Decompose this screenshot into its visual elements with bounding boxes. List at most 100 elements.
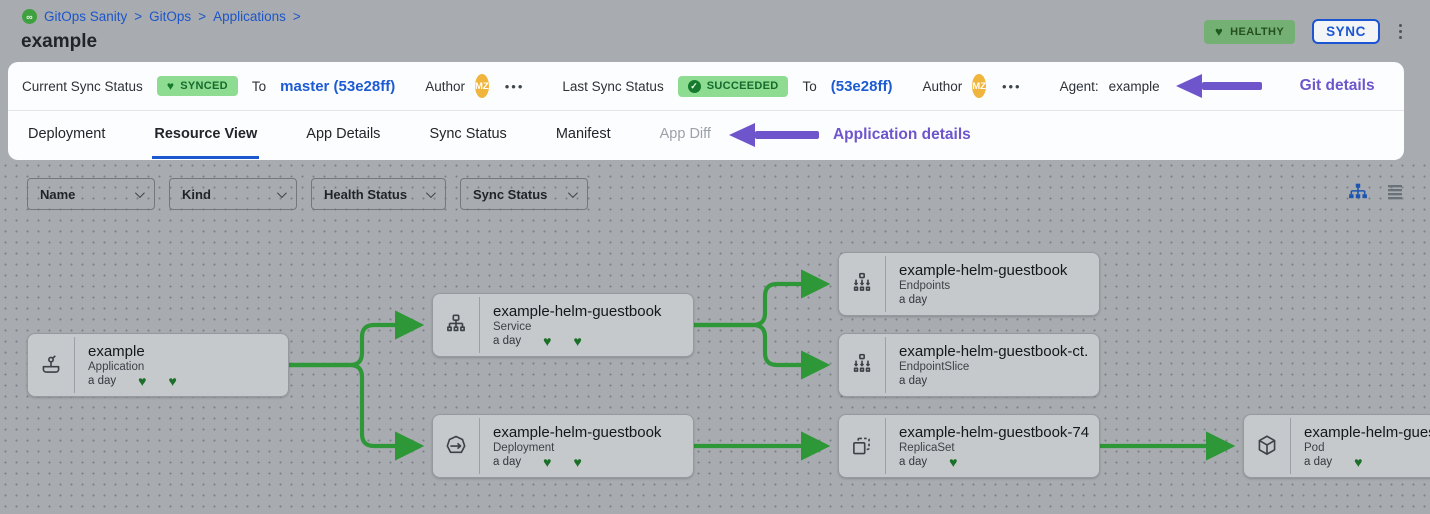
filter-kind-label: Kind: [182, 186, 211, 202]
health-status-badge: ♥ HEALTHY: [1204, 19, 1296, 44]
kebab-menu-icon[interactable]: [1397, 22, 1404, 40]
current-sync-status-label: Current Sync Status: [22, 78, 143, 94]
tab-app-diff[interactable]: App Diff: [659, 125, 711, 142]
agent-value: example: [1108, 78, 1160, 94]
application-details-arrow-icon: [728, 123, 819, 147]
breadcrumb: ∞ GitOps Sanity > GitOps > Applications …: [22, 9, 301, 24]
tab-deployment[interactable]: Deployment: [28, 125, 106, 142]
deployment-icon: [433, 433, 479, 459]
node-title: example-helm-guest: [1304, 424, 1430, 441]
node-age: a day: [899, 294, 928, 306]
page-title: example: [21, 31, 98, 52]
node-kind: Service: [493, 321, 532, 333]
health-heart-icon: ♥: [949, 454, 958, 470]
sync-status-bar: Current Sync Status ♥ SYNCED To master (…: [8, 62, 1404, 111]
resource-node-application[interactable]: example Application a day ♥ ♥: [27, 333, 289, 397]
tab-sync-status[interactable]: Sync Status: [429, 125, 507, 142]
node-title: example: [88, 343, 145, 360]
filter-kind-dropdown[interactable]: Kind: [169, 178, 297, 210]
current-more-button[interactable]: •••: [504, 78, 525, 94]
succeeded-badge: ✓ SUCCEEDED: [677, 75, 789, 97]
health-badge-label: HEALTHY: [1230, 25, 1285, 38]
tab-resource-view[interactable]: Resource View: [152, 111, 260, 159]
breadcrumb-separator: >: [134, 9, 143, 24]
node-age: a day: [493, 456, 522, 468]
node-title: example-helm-guestbook-74...: [899, 424, 1089, 441]
node-kind: Deployment: [493, 442, 555, 454]
resource-node-replicaset[interactable]: example-helm-guestbook-74... ReplicaSet …: [838, 414, 1100, 478]
endpointslice-icon: [839, 352, 885, 378]
last-more-button[interactable]: •••: [1001, 78, 1022, 94]
health-heart-icon: ♥: [573, 333, 582, 349]
tab-bar: Deployment Resource View App Details Syn…: [8, 111, 1404, 159]
breadcrumb-item-applications[interactable]: Applications: [213, 9, 286, 24]
filter-health-status-dropdown[interactable]: Health Status: [311, 178, 446, 210]
tab-app-details[interactable]: App Details: [306, 125, 381, 142]
node-age: a day: [899, 456, 928, 468]
filter-name-dropdown[interactable]: Name: [27, 178, 155, 210]
application-icon: [28, 352, 74, 378]
chevron-down-icon: [276, 187, 287, 198]
health-heart-icon: ♥: [138, 373, 147, 389]
current-to-label: To: [251, 78, 267, 94]
heart-icon: ♥: [1215, 23, 1224, 39]
resource-node-service[interactable]: example-helm-guestbook Service a day ♥ ♥: [432, 293, 694, 357]
health-heart-icon: ♥: [168, 373, 177, 389]
resource-node-deployment[interactable]: example-helm-guestbook Deployment a day …: [432, 414, 694, 478]
filter-name-label: Name: [40, 186, 76, 202]
heart-icon: ♥: [166, 79, 175, 93]
application-details-annotation: Application details: [832, 126, 971, 143]
node-title: example-helm-guestbook: [493, 424, 662, 441]
node-kind: Application: [88, 361, 145, 373]
node-kind: EndpointSlice: [899, 361, 970, 373]
node-age: a day: [493, 335, 522, 347]
resource-node-pod[interactable]: example-helm-guest Pod a day ♥: [1243, 414, 1430, 478]
filter-sync-status-label: Sync Status: [473, 186, 548, 202]
resource-node-endpointslice[interactable]: example-helm-guestbook-ct... EndpointSli…: [838, 333, 1100, 397]
filter-health-status-label: Health Status: [324, 186, 408, 202]
breadcrumb-separator: >: [198, 9, 207, 24]
last-author-label: Author: [922, 78, 963, 94]
replicaset-icon: [839, 433, 885, 459]
node-title: example-helm-guestbook-ct...: [899, 343, 1089, 360]
chevron-down-icon: [425, 187, 436, 198]
current-commit-link[interactable]: master (53e28ff): [280, 77, 396, 95]
last-to-label: To: [802, 78, 817, 94]
resource-node-endpoints[interactable]: example-helm-guestbook Endpoints a day: [838, 252, 1100, 316]
node-age: a day: [1304, 456, 1333, 468]
last-sync-status-label: Last Sync Status: [562, 78, 664, 94]
synced-badge-label: SYNCED: [180, 80, 228, 92]
agent-label: Agent:: [1059, 78, 1099, 94]
node-age: a day: [899, 375, 928, 387]
author-avatar: MZ: [475, 74, 489, 98]
current-author-label: Author: [425, 78, 466, 94]
node-title: example-helm-guestbook: [899, 262, 1068, 279]
app-details-card: Current Sync Status ♥ SYNCED To master (…: [8, 62, 1404, 160]
health-heart-icon: ♥: [573, 454, 582, 470]
node-kind: Endpoints: [899, 280, 951, 292]
filter-sync-status-dropdown[interactable]: Sync Status: [460, 178, 588, 210]
check-icon: ✓: [687, 79, 701, 93]
git-details-arrow-icon: [1175, 74, 1262, 98]
tab-manifest[interactable]: Manifest: [555, 125, 611, 142]
filter-bar: Name Kind Health Status Sync Status: [27, 178, 588, 210]
breadcrumb-separator: >: [292, 9, 301, 24]
tree-view-icon[interactable]: [1348, 182, 1368, 202]
health-heart-icon: ♥: [1354, 454, 1363, 470]
synced-badge: ♥ SYNCED: [156, 76, 238, 96]
last-commit-link[interactable]: (53e28ff): [830, 77, 893, 95]
chevron-down-icon: [134, 187, 145, 198]
author-avatar: MZ: [972, 74, 986, 98]
breadcrumb-item-project[interactable]: GitOps Sanity: [44, 9, 128, 24]
node-age: a day: [88, 375, 117, 387]
git-details-annotation: Git details: [1299, 77, 1375, 94]
gitops-logo-icon: ∞: [22, 9, 37, 24]
node-kind: Pod: [1304, 442, 1325, 454]
sync-button[interactable]: SYNC: [1312, 19, 1380, 44]
list-view-icon[interactable]: [1386, 183, 1404, 201]
health-heart-icon: ♥: [543, 333, 552, 349]
node-kind: ReplicaSet: [899, 442, 955, 454]
health-heart-icon: ♥: [543, 454, 552, 470]
pod-icon: [1244, 433, 1290, 459]
breadcrumb-item-gitops[interactable]: GitOps: [149, 9, 192, 24]
